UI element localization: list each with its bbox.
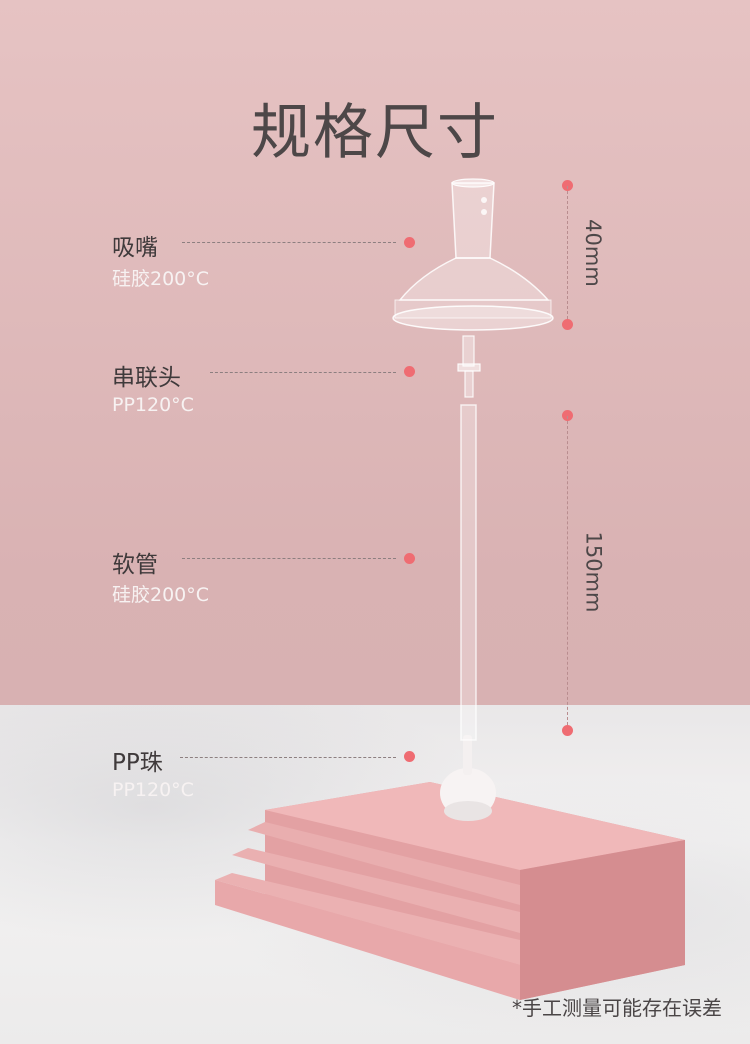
part-material-tube: 硅胶200°C: [112, 584, 210, 606]
marker-dot: [404, 366, 415, 377]
page-title: 规格尺寸: [251, 98, 499, 168]
silicone-tube: [460, 404, 477, 741]
pedestal: [215, 782, 685, 1000]
mouthpiece: [392, 178, 554, 331]
leader-line: [210, 372, 396, 373]
dimension-line-tube: [567, 416, 568, 730]
pp-bead: [440, 735, 496, 821]
dimension-line-top: [567, 186, 568, 324]
part-material-connector: PP120°C: [112, 394, 194, 416]
part-label-connector: 串联头: [112, 365, 181, 391]
leader-line: [180, 757, 396, 758]
dimension-dot: [562, 725, 573, 736]
leader-line: [182, 242, 396, 243]
marker-dot: [404, 751, 415, 762]
part-label-mouthpiece: 吸嘴: [112, 235, 158, 261]
part-label-tube: 软管: [112, 552, 158, 578]
dimension-label-tube: 150mm: [581, 531, 606, 613]
part-label-bead: PP珠: [112, 750, 163, 776]
part-material-bead: PP120°C: [112, 779, 194, 801]
marker-dot: [404, 237, 415, 248]
leader-line: [182, 558, 396, 559]
measurement-note: *手工测量可能存在误差: [512, 996, 722, 1020]
dimension-dot: [562, 180, 573, 191]
connector: [457, 335, 481, 398]
part-material-mouthpiece: 硅胶200°C: [112, 268, 210, 290]
dimension-label-top: 40mm: [580, 219, 605, 287]
dimension-dot: [562, 319, 573, 330]
marker-dot: [404, 553, 415, 564]
dimension-dot: [562, 410, 573, 421]
